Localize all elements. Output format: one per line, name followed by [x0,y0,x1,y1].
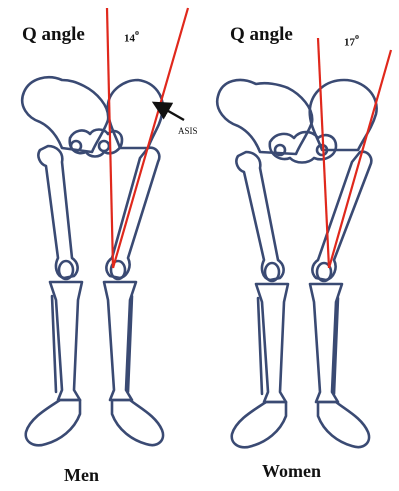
men-foot-right [112,400,163,445]
men-acetabulum-right [99,141,109,151]
men-foot-left [26,400,80,445]
asis-label: ASIS [178,126,198,136]
men-patellar-line [113,8,188,268]
women-left-ilium [217,80,312,154]
women-skeleton [217,80,376,447]
women-femur-right [312,152,371,280]
men-angle-degree: o [135,28,139,37]
women-title: Q angle [230,24,293,46]
men-skeleton [22,77,163,445]
men-angle-value: 14 [124,33,135,45]
women-caption: Women [262,461,321,482]
men-femur-left [38,146,77,278]
men-quadriceps-line [107,8,113,268]
men-left-ilium [22,77,108,152]
men-title: Q angle [22,24,85,46]
men-femur-right [106,148,159,278]
women-angle-value: 17 [344,37,355,49]
women-angle-label: 17o [344,34,359,49]
women-angle-degree: o [355,32,359,41]
women-foot-left [232,402,286,447]
men-caption: Men [64,465,99,486]
men-right-ilium [108,80,163,148]
women-femur-left [236,152,283,280]
women-foot-right [318,402,369,447]
men-angle-label: 14o [124,30,139,45]
